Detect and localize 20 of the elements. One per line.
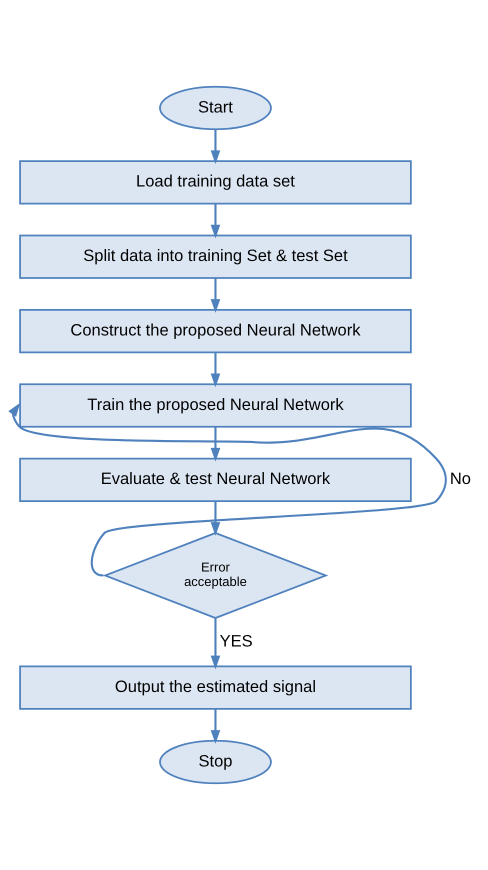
arrow bbox=[210, 130, 220, 164]
arrow bbox=[8, 402, 447, 576]
arrow bbox=[210, 501, 220, 536]
node-box: Load training data set bbox=[19, 160, 412, 204]
arrow bbox=[210, 427, 220, 462]
node-box: Split data into training Set & test Set bbox=[19, 234, 412, 279]
node-box: Output the estimated signal bbox=[19, 666, 412, 710]
arrow bbox=[210, 278, 220, 313]
arrow bbox=[210, 352, 220, 388]
edge-label: YES bbox=[220, 632, 253, 651]
node-ellipse: Start bbox=[159, 86, 272, 130]
node-box: Construct the proposed Neural Network bbox=[19, 308, 412, 354]
arrow bbox=[210, 618, 220, 670]
node-box: Train the proposed Neural Network bbox=[19, 383, 412, 428]
node-diamond: Error acceptable bbox=[102, 532, 328, 619]
node-ellipse: Stop bbox=[159, 740, 272, 784]
arrow bbox=[210, 709, 220, 744]
node-box: Evaluate & test Neural Network bbox=[19, 458, 412, 502]
arrow bbox=[210, 204, 220, 239]
edge-label: No bbox=[450, 469, 471, 488]
